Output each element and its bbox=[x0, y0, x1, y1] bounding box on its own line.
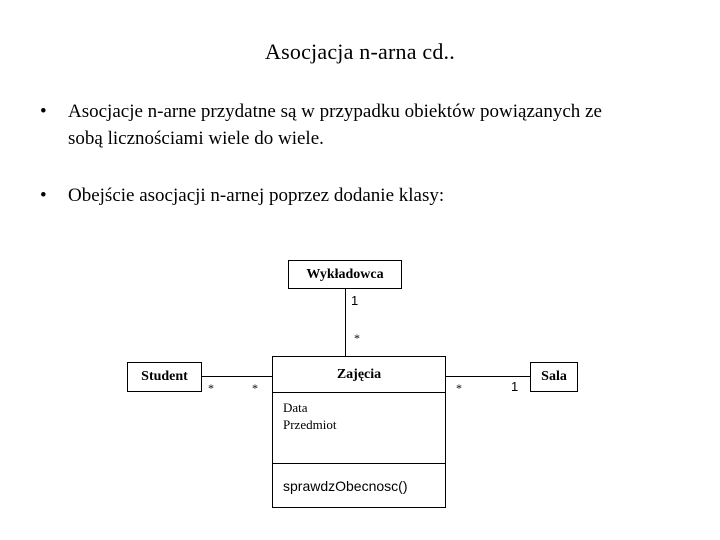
multiplicity-zajecia-right-end: * bbox=[456, 381, 462, 395]
uml-class-name: Sala bbox=[541, 369, 567, 385]
uml-class-wykladowca: Wykładowca bbox=[288, 260, 402, 289]
bullet-marker-icon: • bbox=[40, 101, 47, 122]
uml-name-compartment: Zajęcia bbox=[273, 357, 445, 393]
bullet-marker-icon: • bbox=[40, 185, 47, 206]
page-title: Asocjacja n-arna cd.. bbox=[265, 39, 455, 64]
uml-class-name: Student bbox=[141, 369, 188, 385]
bullet-list: • Asocjacje n-arne przydatne są w przypa… bbox=[34, 98, 634, 209]
multiplicity-student-end: * bbox=[208, 381, 214, 395]
list-item: • Obejście asocjacji n-arnej poprzez dod… bbox=[34, 182, 634, 209]
uml-attributes-compartment: Data Przedmiot bbox=[273, 393, 445, 464]
bullet-text: Obejście asocjacji n-arnej poprzez dodan… bbox=[68, 185, 445, 206]
uml-class-name: Wykładowca bbox=[306, 266, 384, 282]
association-line-wykladowca-zajecia bbox=[345, 288, 346, 357]
multiplicity-sala-end: 1 bbox=[511, 379, 519, 394]
uml-class-name: Zajęcia bbox=[336, 366, 382, 382]
multiplicity-wykladowca-end: 1 bbox=[351, 293, 359, 308]
uml-class-zajecia: Zajęcia Data Przedmiot sprawdzObecnosc() bbox=[272, 356, 446, 508]
bullet-text: Asocjacje n-arne przydatne są w przypadk… bbox=[68, 101, 602, 149]
list-item: • Asocjacje n-arne przydatne są w przypa… bbox=[34, 98, 634, 152]
uml-attribute: Data bbox=[283, 400, 308, 415]
uml-attribute: Przedmiot bbox=[283, 417, 337, 432]
association-line-student-zajecia bbox=[201, 376, 273, 377]
multiplicity-zajecia-left-end: * bbox=[252, 381, 258, 395]
uml-class-student: Student bbox=[127, 362, 202, 392]
uml-operations-compartment: sprawdzObecnosc() bbox=[273, 464, 445, 507]
association-line-zajecia-sala bbox=[445, 376, 531, 377]
uml-class-sala: Sala bbox=[530, 362, 578, 392]
multiplicity-zajecia-top-end: * bbox=[354, 331, 360, 345]
uml-operation: sprawdzObecnosc() bbox=[283, 477, 408, 494]
